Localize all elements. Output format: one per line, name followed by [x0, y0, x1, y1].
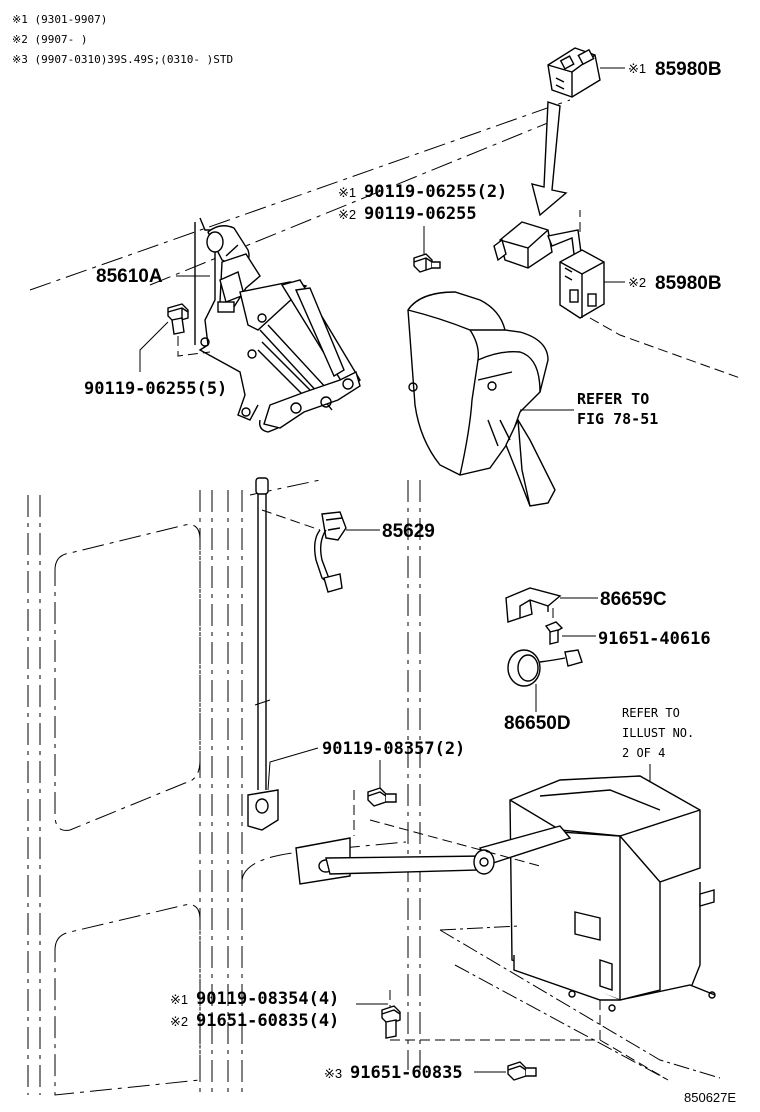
callout-90119-06255-a-mark: ※1 [338, 185, 356, 200]
callout-86650d-part: 86650D [504, 713, 571, 734]
relay-85980b-upper[interactable] [547, 47, 601, 98]
callout-85980b-1-part: 85980B [655, 59, 722, 80]
control-rod[interactable] [255, 477, 269, 790]
callout-90119-08354-part: 90119-08354(4) [196, 989, 339, 1009]
console-assembly[interactable] [407, 291, 556, 507]
callout-85629-part: 85629 [382, 521, 435, 542]
bolt-90119-08357[interactable] [367, 787, 397, 807]
refer-illust-line1: REFER TO [622, 706, 680, 720]
callout-85980b-2-part: 85980B [655, 273, 722, 294]
applicability-notes: ※1 (9301-9907) ※2 (9907- ) ※3 (9907-0310… [12, 13, 233, 66]
callout-90119-06255-b-part: 90119-06255 [364, 204, 477, 224]
callout-85980b-2-mark: ※2 [628, 275, 646, 290]
callout-91651-60835-4-mark: ※2 [170, 1014, 188, 1029]
relay-85980b-lower[interactable] [493, 221, 605, 319]
callout-91651-60835-mark: ※3 [324, 1066, 342, 1081]
main-unit-box[interactable] [509, 775, 716, 1012]
refer-illust-line2: ILLUST NO. [622, 726, 694, 740]
bolt-91651-60835[interactable] [507, 1061, 537, 1081]
callout-85980b-1-mark: ※1 [628, 61, 646, 76]
note-3: ※3 (9907-0310)39S.49S;(0310- )STD [12, 53, 233, 66]
bolt-90119-08354[interactable] [381, 1005, 401, 1039]
wire-harness-85629[interactable] [313, 511, 347, 593]
assembly-arrow [531, 101, 568, 217]
bolt-90119-06255[interactable] [413, 253, 441, 273]
note-1: ※1 (9301-9907) [12, 13, 107, 26]
callout-86659c-part: 86659C [600, 589, 667, 610]
callout-91651-60835-4-part: 91651-60835(4) [196, 1011, 339, 1031]
callout-90119-06255-5-part: 90119-06255(5) [84, 379, 227, 399]
note-2: ※2 (9907- ) [12, 33, 87, 46]
refer-fig-line2: FIG 78-51 [577, 410, 658, 428]
sensor-86650d[interactable] [507, 649, 583, 687]
screw-91651-40616[interactable] [544, 621, 564, 645]
refer-illust-line3: 2 OF 4 [622, 746, 665, 760]
actuator-85610a[interactable] [194, 217, 361, 433]
callout-90119-06255-a-part: 90119-06255(2) [364, 182, 507, 202]
callout-90119-06255-b-mark: ※2 [338, 207, 356, 222]
vehicle-body-outline [27, 99, 571, 1096]
callout-85610a-part: 85610A [96, 266, 163, 287]
refer-fig-line1: REFER TO [577, 390, 649, 408]
callout-91651-60835-part: 91651-60835 [350, 1063, 463, 1083]
bolt-90119-06255-5[interactable] [167, 303, 189, 335]
bracket-86659c[interactable] [505, 587, 562, 623]
callout-90119-08354-mark: ※1 [170, 992, 188, 1007]
diagram-code: 850627E [684, 1090, 736, 1105]
linkage-arm[interactable] [295, 825, 572, 885]
callout-91651-40616-part: 91651-40616 [598, 629, 711, 649]
callout-90119-08357-part: 90119-08357(2) [322, 739, 465, 759]
rod-end-bracket[interactable] [247, 789, 279, 831]
